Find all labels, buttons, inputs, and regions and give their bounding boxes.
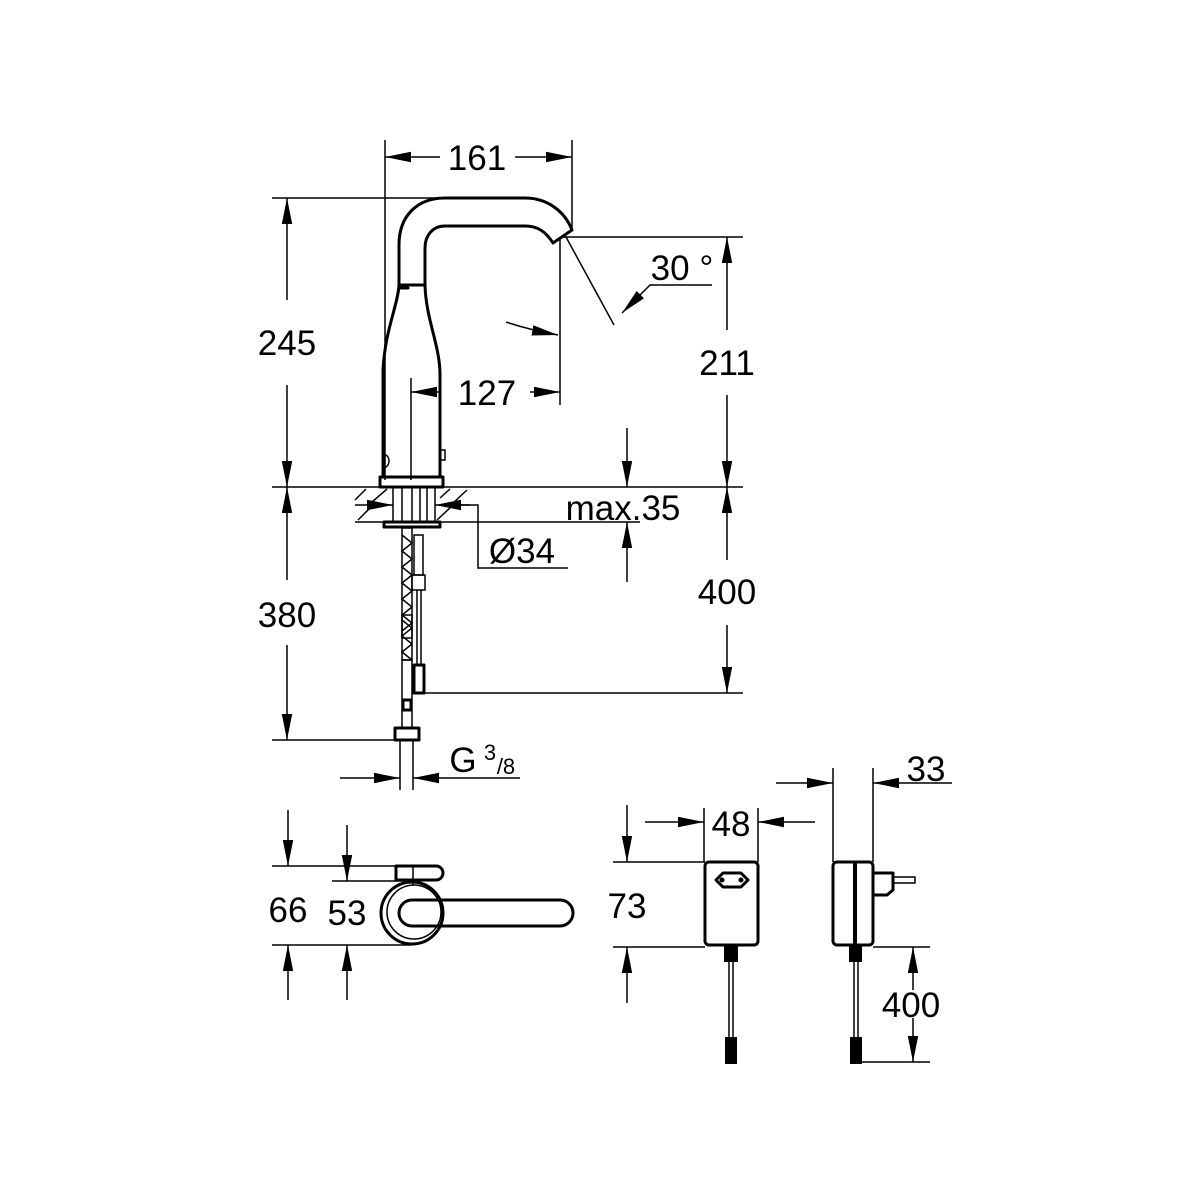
dim-depth-66: 66 [269,891,308,930]
svg-text:3: 3 [484,740,496,765]
supply-hose [393,527,421,790]
dim-psu-width-48: 48 [712,805,751,844]
dim-psu-height-73: 73 [608,887,647,926]
dim-spout-height-211: 211 [699,344,755,383]
sensor-cable [411,534,426,695]
svg-text:G: G [449,741,476,780]
dim-base-53: 53 [328,894,367,933]
dim-angle-30: 30 ° [651,249,714,288]
dim-counter-max35: max.35 [566,489,681,528]
faucet-elevation: 161 245 211 30 ° 127 max.35 Ø34 [258,139,756,790]
faucet-top-view: 66 53 [269,810,575,1000]
dim-width-161: 161 [448,139,506,178]
dim-height-245: 245 [258,324,316,363]
dim-hole-diameter-34: Ø34 [489,532,555,571]
svg-text:/8: /8 [497,754,515,779]
power-supply-side: 33 400 [776,750,952,1064]
dim-hose-380: 380 [258,596,316,635]
dim-thread-g38: G 3 /8 [449,740,515,780]
dim-psu-cable-400: 400 [882,986,940,1025]
dim-reach-127: 127 [458,374,516,413]
dim-psu-depth-33: 33 [907,750,946,789]
power-supply-front: 48 73 [608,805,815,1064]
dim-cable-400: 400 [698,573,756,612]
